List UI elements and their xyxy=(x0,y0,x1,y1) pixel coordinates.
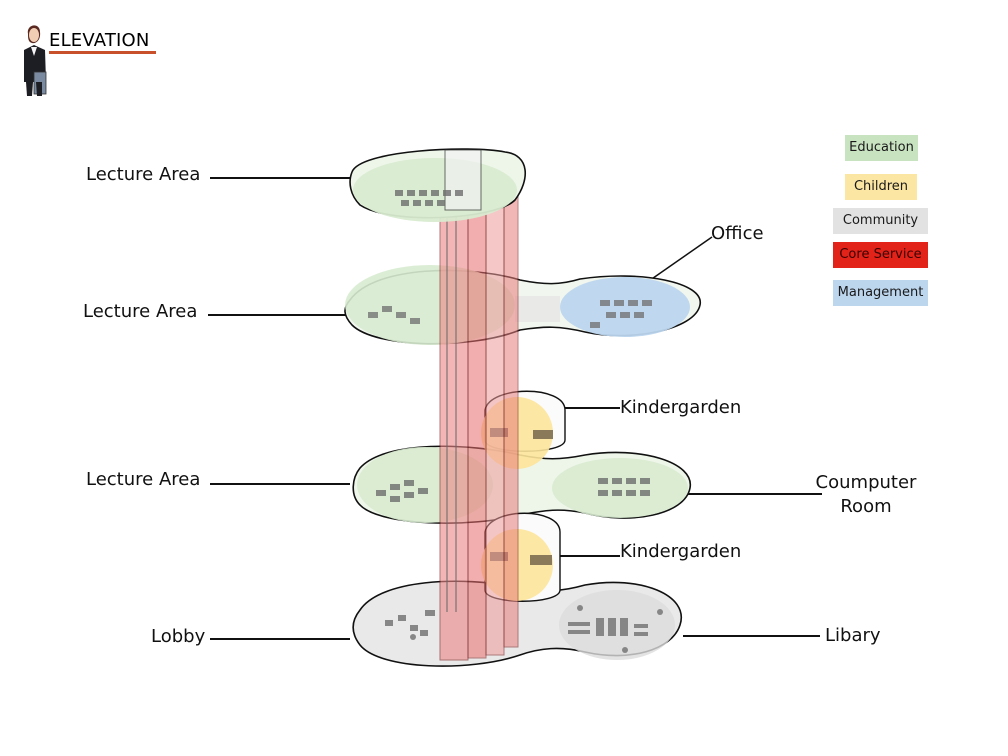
label-lecture-area-upper: Lecture Area xyxy=(83,301,198,322)
presenter-figure-icon xyxy=(24,25,47,96)
label-lecture-area-top: Lecture Area xyxy=(86,164,201,185)
floor-lecture-office xyxy=(344,265,701,345)
core-service-shafts xyxy=(439,150,519,661)
legend-children: Children xyxy=(845,174,917,200)
legend-community: Community xyxy=(833,208,928,234)
label-lecture-area-middle: Lecture Area xyxy=(86,469,201,490)
page-title: ELEVATION xyxy=(49,30,150,51)
title-underline xyxy=(49,51,156,54)
label-library: Libary xyxy=(825,625,881,646)
legend-core-service: Core Service xyxy=(833,242,928,268)
floor-lecture-top xyxy=(349,148,527,222)
legend-management: Management xyxy=(833,280,928,306)
label-computer-room-line2: Room xyxy=(840,496,892,517)
label-lobby: Lobby xyxy=(151,626,206,647)
label-computer-room-line1: Coumputer xyxy=(815,472,917,493)
legend-education: Education xyxy=(845,135,918,161)
floor-lecture-computer xyxy=(352,445,691,524)
label-office: Office xyxy=(711,223,764,244)
label-kindergarden-upper: Kindergarden xyxy=(620,397,742,418)
label-computer-room: Coumputer Room xyxy=(806,471,926,519)
label-kindergarden-lower: Kindergarden xyxy=(620,541,742,562)
leader-lines xyxy=(208,177,822,640)
